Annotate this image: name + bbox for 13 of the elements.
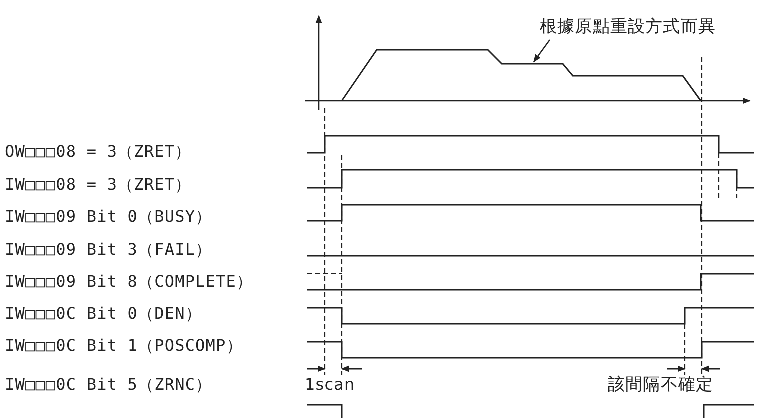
- signal-label: IW□□□0C Bit 5（ZRNC）: [5, 376, 212, 394]
- signal-label: IW□□□09 Bit 0（BUSY）: [5, 208, 212, 226]
- signal-label: IW□□□0C Bit 1（POSCOMP）: [5, 337, 243, 355]
- dimension-label: 該間隔不確定: [608, 376, 714, 394]
- signal-label: IW□□□08 = 3（ZRET）: [5, 176, 192, 194]
- speed-curve: [341, 49, 702, 102]
- signal-label: IW□□□09 Bit 8（COMPLETE）: [5, 273, 254, 291]
- annotation-text: 根據原點重設方式而異: [540, 18, 716, 36]
- signal-label: OW□□□08 = 3（ZRET）: [5, 143, 192, 161]
- dimension-label: 1scan: [305, 376, 356, 394]
- signal-label: IW□□□0C Bit 0（DEN）: [5, 305, 202, 323]
- signal-label: IW□□□09 Bit 3（FAIL）: [5, 241, 212, 259]
- leader-line: [533, 40, 551, 63]
